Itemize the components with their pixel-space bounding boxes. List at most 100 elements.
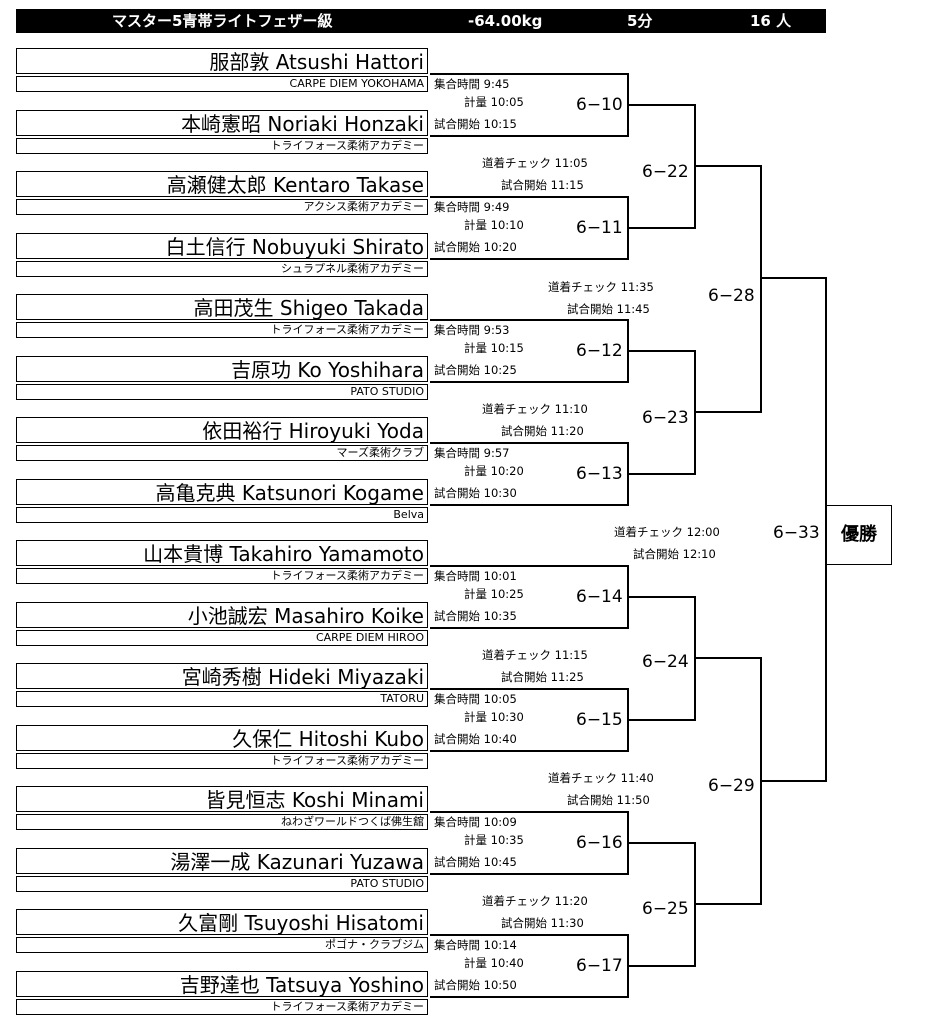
start-time: 試合開始 12:10: [633, 547, 716, 561]
player-club: アクシス柔術アカデミー: [16, 199, 428, 215]
match-label: 6−29: [708, 776, 755, 796]
player-name: 久富剛 Tsuyoshi Hisatomi: [16, 909, 428, 935]
match-time: 5分: [627, 12, 653, 30]
start-time: 試合開始 11:25: [501, 670, 584, 684]
player-club: PATO STUDIO: [16, 876, 428, 892]
player-9: 山本貴博 Takahiro Yamamoto トライフォース柔術アカデミー: [16, 540, 430, 588]
player-name: 高瀬健太郎 Kentaro Takase: [16, 171, 428, 197]
gather-time: 集合時間 10:14: [434, 938, 517, 952]
player-name: 久保仁 Hitoshi Kubo: [16, 725, 428, 751]
player-club: PATO STUDIO: [16, 384, 428, 400]
match-label: 6−28: [708, 286, 755, 306]
player-name: 本崎憲昭 Noriaki Honzaki: [16, 110, 428, 136]
start-time: 試合開始 11:20: [501, 424, 584, 438]
player-1: 服部敦 Atsushi Hattori CARPE DIEM YOKOHAMA: [16, 48, 430, 96]
division-title: マスター5青帯ライトフェザー級: [112, 12, 333, 30]
player-5: 高田茂生 Shigeo Takada トライフォース柔術アカデミー: [16, 294, 430, 342]
gi-check-time: 道着チェック 11:20: [482, 894, 588, 908]
match-label: 6−11: [576, 218, 623, 238]
player-club: ポゴナ・クラブジム: [16, 937, 428, 953]
winner-box: 優勝: [826, 505, 892, 565]
start-time: 試合開始 10:45: [434, 855, 517, 869]
weigh-time: 計量 10:30: [464, 710, 524, 724]
start-time: 試合開始 10:15: [434, 117, 517, 131]
player-10: 小池誠宏 Masahiro Koike CARPE DIEM HIROO: [16, 602, 430, 650]
player-16: 吉野達也 Tatsuya Yoshino トライフォース柔術アカデミー: [16, 971, 430, 1019]
player-club: トライフォース柔術アカデミー: [16, 753, 428, 769]
gi-check-time: 道着チェック 11:40: [548, 771, 654, 785]
weight-limit: -64.00kg: [468, 12, 543, 30]
player-club: トライフォース柔術アカデミー: [16, 999, 428, 1015]
player-name: 吉野達也 Tatsuya Yoshino: [16, 971, 428, 997]
player-name: 服部敦 Atsushi Hattori: [16, 48, 428, 74]
match-label: 6−12: [576, 341, 623, 361]
match-label: 6−22: [642, 162, 689, 182]
start-time: 試合開始 11:15: [501, 178, 584, 192]
player-name: 小池誠宏 Masahiro Koike: [16, 602, 428, 628]
gather-time: 集合時間 10:09: [434, 815, 517, 829]
player-2: 本崎憲昭 Noriaki Honzaki トライフォース柔術アカデミー: [16, 110, 430, 158]
weigh-time: 計量 10:05: [464, 95, 524, 109]
start-time: 試合開始 11:30: [501, 916, 584, 930]
gather-time: 集合時間 9:49: [434, 200, 510, 214]
player-club: トライフォース柔術アカデミー: [16, 138, 428, 154]
player-8: 高亀克典 Katsunori Kogame Belva: [16, 479, 430, 527]
match-label: 6−13: [576, 464, 623, 484]
match-label: 6−23: [642, 408, 689, 428]
weigh-time: 計量 10:10: [464, 218, 524, 232]
gi-check-time: 道着チェック 12:00: [614, 525, 720, 539]
division-header: マスター5青帯ライトフェザー級 -64.00kg 5分 16 人: [16, 9, 826, 33]
player-12: 久保仁 Hitoshi Kubo トライフォース柔術アカデミー: [16, 725, 430, 773]
player-name: 依田裕行 Hiroyuki Yoda: [16, 417, 428, 443]
participant-count: 16 人: [750, 12, 792, 30]
player-6: 吉原功 Ko Yoshihara PATO STUDIO: [16, 356, 430, 404]
start-time: 試合開始 11:45: [567, 302, 650, 316]
start-time: 試合開始 10:30: [434, 486, 517, 500]
gi-check-time: 道着チェック 11:15: [482, 648, 588, 662]
start-time: 試合開始 10:50: [434, 978, 517, 992]
player-15: 久富剛 Tsuyoshi Hisatomi ポゴナ・クラブジム: [16, 909, 430, 957]
gather-time: 集合時間 10:01: [434, 569, 517, 583]
weigh-time: 計量 10:40: [464, 956, 524, 970]
player-club: トライフォース柔術アカデミー: [16, 322, 428, 338]
match-label: 6−17: [576, 956, 623, 976]
player-name: 山本貴博 Takahiro Yamamoto: [16, 540, 428, 566]
player-name: 高亀克典 Katsunori Kogame: [16, 479, 428, 505]
weigh-time: 計量 10:25: [464, 587, 524, 601]
player-club: Belva: [16, 507, 428, 523]
player-7: 依田裕行 Hiroyuki Yoda マーズ柔術クラブ: [16, 417, 430, 465]
gi-check-time: 道着チェック 11:35: [548, 280, 654, 294]
player-club: CARPE DIEM YOKOHAMA: [16, 76, 428, 92]
start-time: 試合開始 11:50: [567, 793, 650, 807]
player-name: 高田茂生 Shigeo Takada: [16, 294, 428, 320]
player-club: CARPE DIEM HIROO: [16, 630, 428, 646]
match-label: 6−10: [576, 95, 623, 115]
match-label: 6−25: [642, 899, 689, 919]
match-label: 6−16: [576, 833, 623, 853]
match-label: 6−33: [773, 523, 820, 543]
player-club: TATORU: [16, 691, 428, 707]
start-time: 試合開始 10:40: [434, 732, 517, 746]
player-14: 湯澤一成 Kazunari Yuzawa PATO STUDIO: [16, 848, 430, 896]
player-13: 皆見恒志 Koshi Minami ねわざワールドつくば佛生舘: [16, 786, 430, 834]
player-name: 湯澤一成 Kazunari Yuzawa: [16, 848, 428, 874]
player-club: トライフォース柔術アカデミー: [16, 568, 428, 584]
gather-time: 集合時間 10:05: [434, 692, 517, 706]
player-name: 宮崎秀樹 Hideki Miyazaki: [16, 663, 428, 689]
gi-check-time: 道着チェック 11:05: [482, 156, 588, 170]
start-time: 試合開始 10:35: [434, 609, 517, 623]
match-label: 6−24: [642, 652, 689, 672]
start-time: 試合開始 10:25: [434, 363, 517, 377]
player-name: 皆見恒志 Koshi Minami: [16, 786, 428, 812]
start-time: 試合開始 10:20: [434, 240, 517, 254]
weigh-time: 計量 10:20: [464, 464, 524, 478]
player-club: マーズ柔術クラブ: [16, 445, 428, 461]
gather-time: 集合時間 9:45: [434, 77, 510, 91]
player-club: シュラプネル柔術アカデミー: [16, 261, 428, 277]
player-name: 吉原功 Ko Yoshihara: [16, 356, 428, 382]
player-11: 宮崎秀樹 Hideki Miyazaki TATORU: [16, 663, 430, 711]
player-3: 高瀬健太郎 Kentaro Takase アクシス柔術アカデミー: [16, 171, 430, 219]
match-label: 6−15: [576, 710, 623, 730]
player-club: ねわざワールドつくば佛生舘: [16, 814, 428, 830]
